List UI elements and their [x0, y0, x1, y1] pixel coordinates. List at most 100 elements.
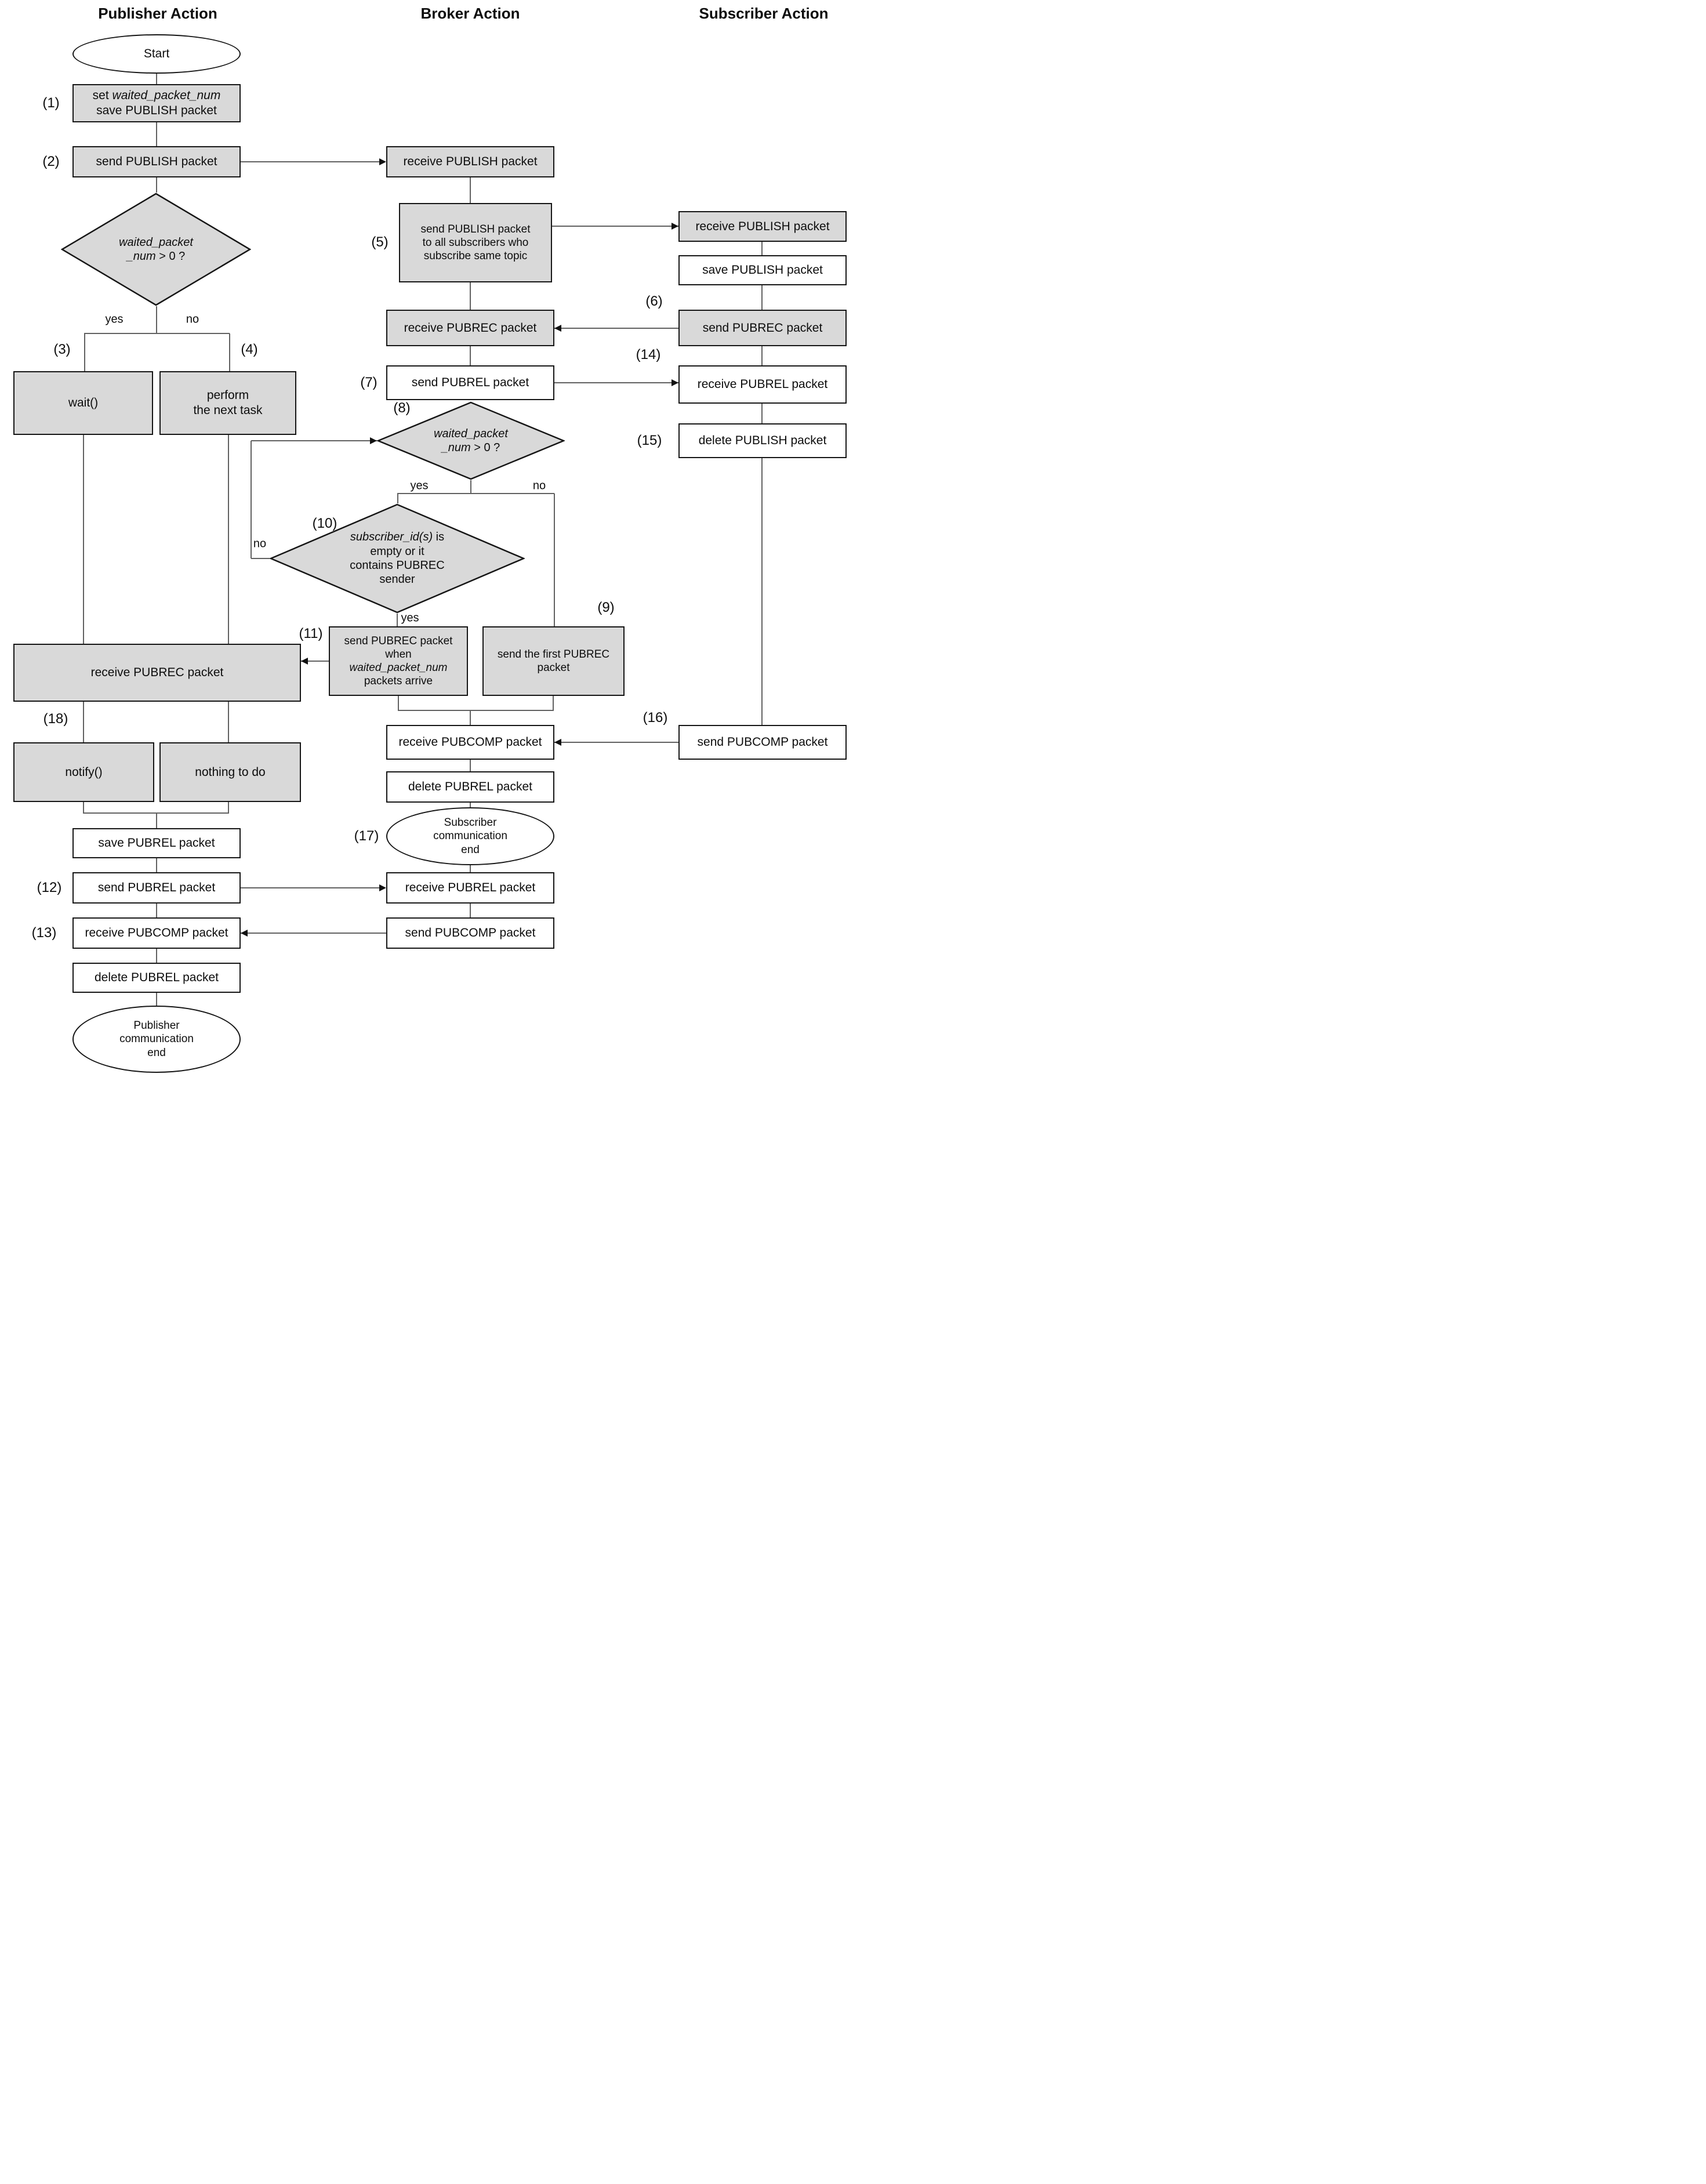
process-send-pubrel-broker: send PUBREL packet: [386, 365, 554, 400]
decision-line: empty or it: [370, 545, 424, 558]
process-line: receive PUBREL packet: [697, 378, 828, 391]
process-receive-publish-broker: receive PUBLISH packet: [386, 146, 554, 177]
branch-label-yes-d10: yes: [401, 611, 419, 625]
step-label-2: (2): [42, 154, 60, 169]
connector-recv-pubcomp-down: [470, 760, 471, 771]
connector-merge-broker: [398, 710, 554, 711]
process-save-publish-subscriber: save PUBLISH packet: [678, 255, 847, 285]
step-label-16: (16): [643, 710, 668, 725]
step-label-18: (18): [43, 711, 68, 727]
connector-subscriber-pubrec-to-broker: [554, 328, 678, 329]
process-delete-pubrel-publisher: delete PUBREL packet: [72, 963, 241, 993]
decision-line: waited_packet: [119, 235, 193, 249]
process-delete-publish-subscriber: delete PUBLISH packet: [678, 423, 847, 458]
process-line: delete PUBLISH packet: [698, 434, 827, 448]
process-send-pubrec-when: send PUBREC packet when waited_packet_nu…: [329, 626, 468, 696]
process-line: wait(): [68, 396, 99, 410]
connector-loop-bottom: [251, 558, 270, 559]
decision-line: sender: [379, 573, 415, 586]
connector-perform-down: [228, 435, 229, 644]
connector-box5-to-subscriber: [552, 226, 678, 227]
arrowhead-into-publisher-receive-pubcomp: [241, 930, 248, 937]
connector-s-save-down: [761, 285, 763, 310]
decision-subscriber-ids-text: subscriber_id(s) is empty or it contains…: [270, 503, 525, 614]
process-wait: wait(): [13, 371, 153, 435]
process-send-first-pubrec: send the first PUBREC packet: [482, 626, 625, 696]
step-label-11: (11): [299, 626, 323, 641]
process-line: notify(): [65, 765, 103, 779]
connector-merge-to-save: [156, 813, 157, 828]
connector-broker-pubrel-to-subscriber: [554, 382, 678, 383]
variable-text: waited_packet: [119, 235, 193, 249]
process-receive-publish-subscriber: receive PUBLISH packet: [678, 211, 847, 242]
arrowhead-into-subscriber-receive-pubrel: [671, 379, 678, 386]
connector-recv-pubrel-down: [470, 904, 471, 917]
terminator-line: Subscriber: [444, 817, 497, 829]
arrowhead-into-broker-receive-pubcomp: [554, 739, 561, 746]
text-segment: is: [433, 531, 445, 544]
variable-text: _num: [441, 441, 471, 454]
arrowhead-into-receive-pubrec-publisher: [301, 658, 308, 665]
connector-send-publish-to-broker: [241, 161, 380, 162]
diamond-shape: [270, 503, 525, 614]
step-label-7: (7): [360, 375, 378, 390]
process-line: packet: [537, 662, 570, 674]
process-send-pubrel-publisher: send PUBREL packet: [72, 872, 241, 904]
process-receive-pubrec-broker: receive PUBREC packet: [386, 310, 554, 346]
text-segment: > 0 ?: [470, 441, 500, 454]
text-segment: > 0 ?: [155, 250, 186, 263]
connector-send-pubrel-down: [156, 904, 157, 917]
step-label-5: (5): [371, 234, 389, 250]
arrowhead-into-subscriber-receive-publish: [671, 223, 678, 230]
decision-subscriber-ids: [270, 503, 525, 614]
decision-waited-packet-num-publisher-text: waited_packet _num > 0 ?: [61, 193, 251, 306]
connector-wait-down: [83, 435, 84, 644]
arrowhead-into-broker-receive-pubrel: [379, 884, 386, 891]
variable-text: waited_packet: [434, 427, 508, 440]
process-line: save PUBLISH packet: [702, 263, 823, 277]
step-label-1: (1): [42, 95, 60, 111]
decision-line: contains PUBREC: [350, 559, 445, 572]
connector-send-pubrel-to-broker: [241, 887, 380, 888]
connector-split-to-wait: [84, 333, 85, 371]
connector-delete-to-ellipse: [470, 803, 471, 807]
process-line: send PUBLISH packet: [96, 155, 217, 169]
step-label-15: (15): [637, 433, 662, 448]
start-terminator: Start: [72, 34, 241, 74]
decision-line: _num > 0 ?: [442, 441, 500, 455]
process-line: receive PUBLISH packet: [695, 219, 830, 233]
step-label-17: (17): [354, 828, 379, 844]
text-segment: set: [92, 89, 112, 103]
connector-box11-to-receive-pubrec: [301, 661, 329, 662]
process-line: receive PUBCOMP packet: [398, 735, 542, 749]
connector-recv-pubcomp-down: [156, 949, 157, 963]
process-nothing-to-do: nothing to do: [159, 742, 301, 802]
process-send-pubcomp-subscriber: send PUBCOMP packet: [678, 725, 847, 760]
process-notify: notify(): [13, 742, 154, 802]
connector-s-pubrec-down: [761, 346, 763, 365]
arrowhead-into-d8-left: [370, 437, 377, 444]
process-line: nothing to do: [195, 765, 266, 779]
process-line: save PUBLISH packet: [96, 104, 217, 117]
process-line: send PUBREC packet: [344, 634, 453, 647]
connector-d8-bottom: [470, 480, 471, 494]
connector-start-to-set: [156, 74, 157, 84]
column-title-broker: Broker Action: [420, 5, 520, 22]
diamond-shape: [61, 193, 251, 306]
process-line: to all subscribers who: [422, 236, 529, 249]
branch-label-yes-publisher: yes: [105, 313, 124, 326]
variable-text: subscriber_id(s): [350, 531, 433, 544]
step-label-9: (9): [597, 600, 615, 615]
process-line: when: [385, 648, 412, 661]
process-line: perform: [206, 389, 249, 402]
branch-label-no-publisher: no: [186, 313, 199, 326]
step-label-14: (14): [636, 347, 661, 362]
process-line: subscribe same topic: [423, 250, 528, 263]
process-line: receive PUBREC packet: [404, 321, 537, 335]
process-receive-pubcomp-broker: receive PUBCOMP packet: [386, 725, 554, 760]
connector-d10-to-box11: [397, 614, 398, 626]
connector-notify-down: [83, 802, 84, 814]
process-line: send PUBCOMP packet: [405, 926, 536, 940]
variable-text: waited_packet_num: [112, 89, 221, 103]
branch-label-yes-broker8: yes: [410, 479, 429, 492]
